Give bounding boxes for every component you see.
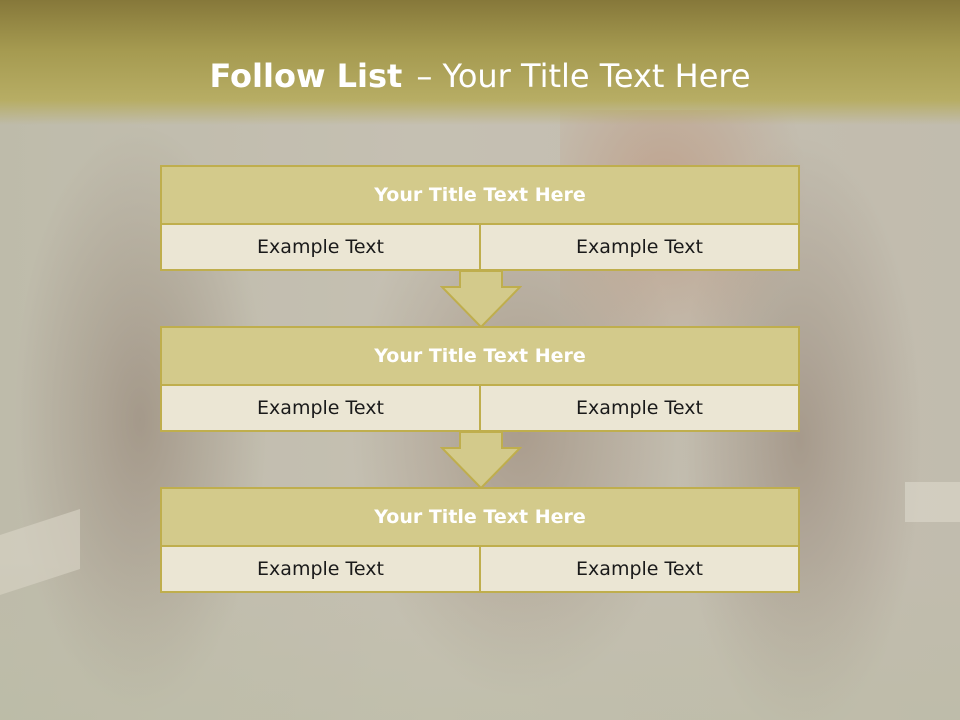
group-cell-right: Example Text: [481, 384, 800, 432]
group-row: Example Text Example Text: [160, 545, 800, 593]
slide-title-rest: – Your Title Text Here: [416, 57, 751, 95]
follow-list-group-2: Your Title Text Here Example Text Exampl…: [160, 326, 800, 432]
slide-title: Follow List – Your Title Text Here: [0, 52, 960, 100]
follow-list-group-3: Your Title Text Here Example Text Exampl…: [160, 487, 800, 593]
group-title: Your Title Text Here: [160, 326, 800, 384]
group-cell-left: Example Text: [160, 545, 481, 593]
down-arrow-icon: [440, 271, 522, 329]
follow-list-group-1: Your Title Text Here Example Text Exampl…: [160, 165, 800, 271]
group-title: Your Title Text Here: [160, 487, 800, 545]
group-cell-right: Example Text: [481, 545, 800, 593]
down-arrow-icon: [440, 432, 522, 490]
group-cell-left: Example Text: [160, 384, 481, 432]
group-title: Your Title Text Here: [160, 165, 800, 223]
group-row: Example Text Example Text: [160, 223, 800, 271]
group-row: Example Text Example Text: [160, 384, 800, 432]
group-cell-right: Example Text: [481, 223, 800, 271]
group-cell-left: Example Text: [160, 223, 481, 271]
title-band: [0, 0, 960, 125]
background-fence-rail-right: [905, 482, 960, 522]
slide-title-bold: Follow List: [209, 57, 403, 95]
